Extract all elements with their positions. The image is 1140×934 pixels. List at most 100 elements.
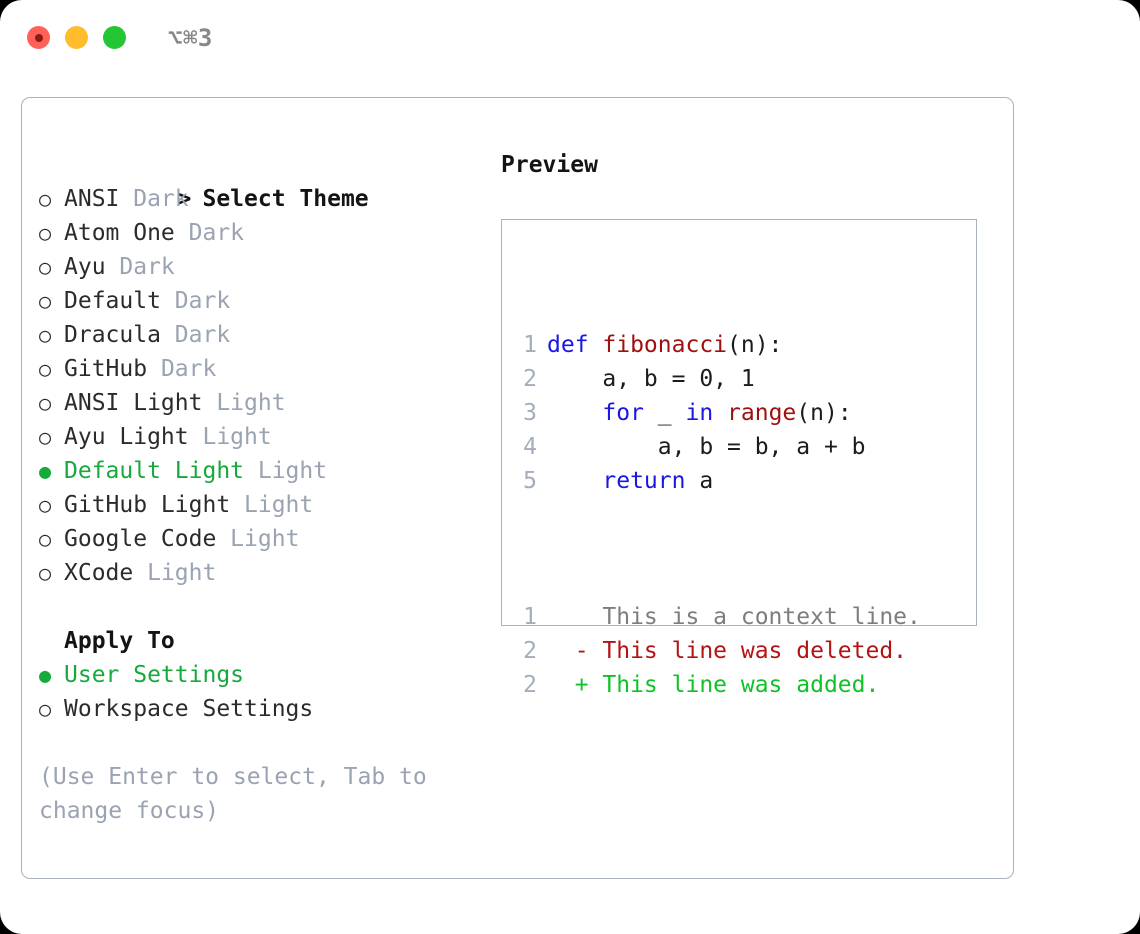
diff-lines: 1 This is a context line. 2 - This line w… xyxy=(511,600,921,702)
radio-unselected-icon: ○ xyxy=(39,527,52,551)
code-token xyxy=(547,468,602,494)
theme-name: Google Code xyxy=(64,526,217,552)
code-line: 1 def fibonacci(n): xyxy=(511,328,921,362)
code-token: (n): xyxy=(796,400,852,426)
theme-list-item[interactable]: ○ ANSI Dark xyxy=(39,182,489,216)
diff-text: - This line was deleted. xyxy=(547,638,908,664)
apply-to-label: User Settings xyxy=(64,662,245,688)
code-token: a xyxy=(685,468,714,494)
diff-text: + This line was added. xyxy=(547,672,880,698)
close-button[interactable] xyxy=(27,26,50,49)
line-number: 4 xyxy=(523,434,537,460)
theme-variant: Light xyxy=(216,526,300,552)
code-token xyxy=(547,400,602,426)
theme-name: Dracula xyxy=(64,322,161,348)
radio-unselected-icon: ○ xyxy=(39,425,52,449)
title-bar: ⌥⌘3 xyxy=(0,0,1140,76)
theme-list-item[interactable]: ○ GitHub Light Light xyxy=(39,488,489,522)
theme-list-item[interactable]: ○ Ayu Dark xyxy=(39,250,489,284)
theme-variant: Light xyxy=(244,458,328,484)
code-token: range xyxy=(727,400,797,426)
apply-to-item[interactable]: ● User Settings xyxy=(39,658,489,692)
line-number: 1 xyxy=(523,332,537,358)
theme-name: Ayu xyxy=(64,254,106,280)
diff-line: 2 + This line was added. xyxy=(511,668,921,702)
theme-list-item[interactable]: ○ANSI Light Light xyxy=(39,386,489,420)
code-line: 2 a, b = 0, 1 xyxy=(511,362,921,396)
line-number: 2 xyxy=(523,672,537,698)
select-theme-heading: > Select Theme xyxy=(39,148,489,212)
theme-name: XCode xyxy=(64,560,134,586)
theme-list-item[interactable]: ●Default Light Light xyxy=(39,454,489,488)
theme-name: Ayu Light xyxy=(64,424,189,450)
code-token: for xyxy=(602,400,644,426)
theme-variant: Dark xyxy=(160,322,231,348)
apply-to-label: Workspace Settings xyxy=(64,696,314,722)
theme-name: Default xyxy=(64,288,161,314)
theme-name: ANSI xyxy=(64,186,120,212)
radio-unselected-icon: ○ xyxy=(39,357,52,381)
radio-unselected-icon: ○ xyxy=(39,221,52,245)
theme-list-item[interactable]: ○ Default Dark xyxy=(39,284,489,318)
minimize-button[interactable] xyxy=(65,26,88,49)
theme-variant: Dark xyxy=(105,254,175,280)
code-token: a, b = b, a + b xyxy=(547,434,866,460)
radio-unselected-icon: ○ xyxy=(39,323,52,347)
line-number: 1 xyxy=(523,604,537,630)
theme-list-item[interactable]: ○ Google Code Light xyxy=(39,522,489,556)
radio-unselected-icon: ○ xyxy=(39,255,52,279)
theme-name: Default Light xyxy=(64,458,245,484)
select-theme-heading-label: Select Theme xyxy=(202,186,369,212)
diff-line: 2 - This line was deleted. xyxy=(511,634,921,668)
theme-list-item[interactable]: ○XCode Light xyxy=(39,556,489,590)
code-token: fibonacci xyxy=(602,332,728,358)
theme-name: GitHub Light xyxy=(64,492,231,518)
theme-list: ○ ANSI Dark ○ Atom One Dark ○ Ayu Dark ○ Defaul… xyxy=(39,182,489,590)
preview-title: Preview xyxy=(501,152,598,178)
theme-list-item[interactable]: ○ Atom One Dark xyxy=(39,216,489,250)
radio-unselected-icon: ○ xyxy=(39,289,52,313)
line-number: 5 xyxy=(523,468,537,494)
theme-variant: Light xyxy=(230,492,314,518)
code-token: in xyxy=(685,400,728,426)
theme-list-item[interactable]: ○GitHub Dark xyxy=(39,352,489,386)
list-spacer xyxy=(39,590,489,624)
code-line: 5 return a xyxy=(511,464,921,498)
theme-name: Atom One xyxy=(64,220,175,246)
theme-list-column: > Select Theme ○ ANSI Dark ○ Atom One Dark ○ A… xyxy=(39,148,489,828)
theme-variant: Dark xyxy=(174,220,245,246)
code-token: return xyxy=(602,468,686,494)
theme-picker-panel: > Select Theme ○ ANSI Dark ○ Atom One Dark ○ A… xyxy=(21,97,1014,879)
theme-variant: Dark xyxy=(119,186,189,212)
code-token: def xyxy=(547,332,603,358)
diff-text: This is a context line. xyxy=(547,604,921,630)
radio-unselected-icon: ○ xyxy=(39,493,52,517)
line-number: 3 xyxy=(523,400,537,426)
keyboard-hint: (Use Enter to select, Tab to change focu… xyxy=(39,764,441,824)
theme-variant: Dark xyxy=(147,356,217,382)
radio-unselected-icon: ○ xyxy=(39,187,52,211)
theme-name: ANSI Light xyxy=(64,390,203,416)
caret-icon: > xyxy=(177,186,192,212)
apply-to-item[interactable]: ○ Workspace Settings xyxy=(39,692,489,726)
radio-selected-icon: ● xyxy=(39,663,52,687)
line-number: 2 xyxy=(523,638,537,664)
keyboard-shortcut-label: ⌥⌘3 xyxy=(168,24,213,52)
line-number: 2 xyxy=(523,366,537,392)
code-token: (n): xyxy=(727,332,783,358)
theme-variant: Light xyxy=(188,424,272,450)
radio-unselected-icon: ○ xyxy=(39,561,52,585)
apply-to-heading: Apply To xyxy=(64,628,175,654)
theme-list-item[interactable]: ○ Ayu Light Light xyxy=(39,420,489,454)
radio-unselected-icon: ○ xyxy=(39,697,52,721)
zoom-button[interactable] xyxy=(103,26,126,49)
radio-unselected-icon: ○ xyxy=(39,391,52,415)
code-token: a, b = 0, 1 xyxy=(547,366,755,392)
theme-list-item[interactable]: ○ Dracula Dark xyxy=(39,318,489,352)
theme-variant: Dark xyxy=(160,288,231,314)
